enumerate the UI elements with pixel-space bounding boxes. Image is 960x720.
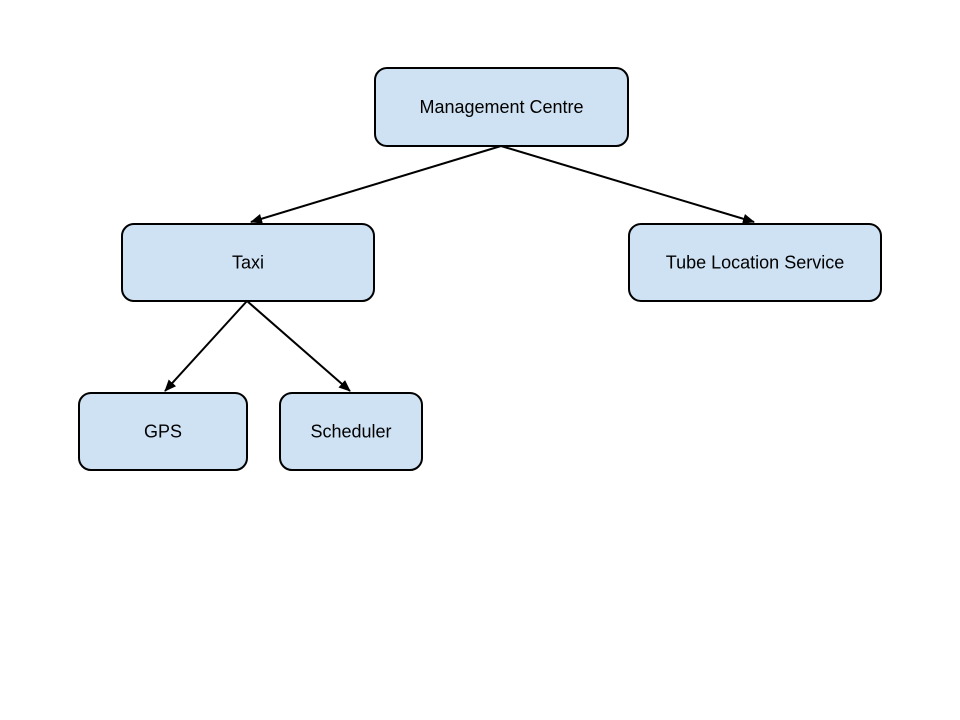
node-box (78, 392, 248, 471)
node-management-centre[interactable]: Management Centre (374, 67, 629, 147)
node-scheduler[interactable]: Scheduler (279, 392, 423, 471)
node-taxi[interactable]: Taxi (121, 223, 375, 302)
edges (164, 145, 755, 392)
node-label: Taxi (232, 253, 264, 273)
node-label: Tube Location Service (666, 253, 844, 273)
node-label: GPS (144, 422, 182, 442)
edge-management-centre-to-tube-location-service (500, 145, 755, 224)
edge-management-centre-to-taxi (250, 145, 502, 224)
node-box (279, 392, 423, 471)
node-tube-location-service[interactable]: Tube Location Service (628, 223, 882, 302)
node-box (374, 67, 629, 147)
edge-taxi-to-gps (164, 300, 248, 392)
edge-taxi-to-scheduler (246, 300, 351, 392)
node-gps[interactable]: GPS (78, 392, 248, 471)
node-box (628, 223, 882, 302)
node-label: Scheduler (310, 422, 391, 442)
node-label: Management Centre (419, 97, 583, 117)
node-box (121, 223, 375, 302)
